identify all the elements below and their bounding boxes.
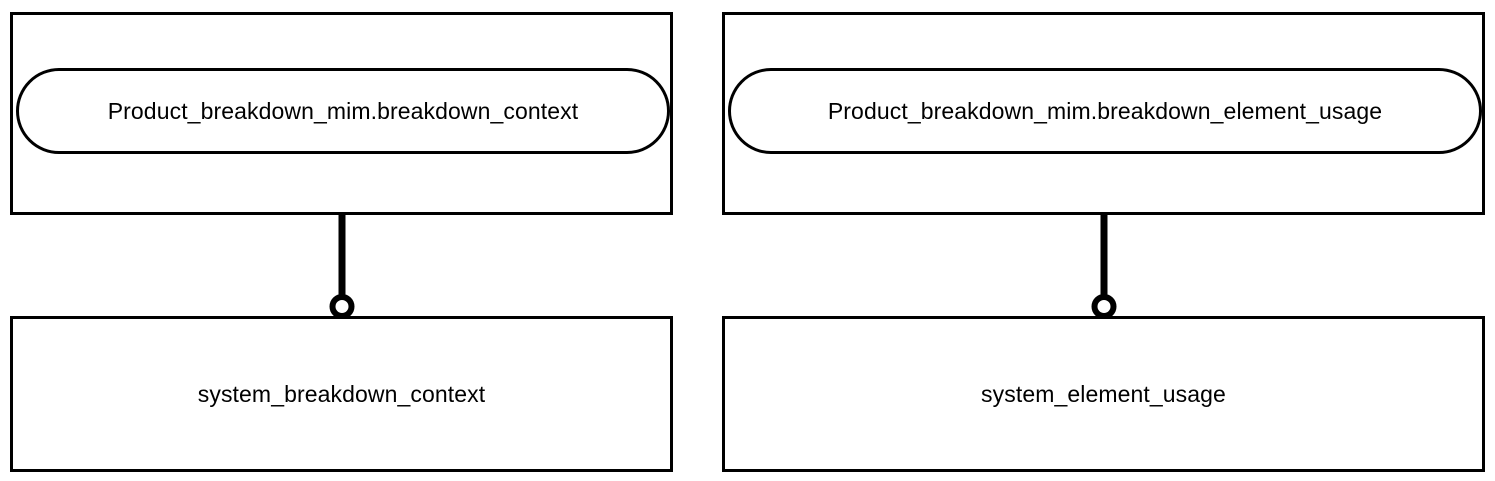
package-label-breakdown-context: Product_breakdown_mim.breakdown_context <box>107 97 579 124</box>
package-stadium-breakdown-element-usage[interactable]: Product_breakdown_mim.breakdown_element_… <box>728 68 1482 154</box>
entity-box-system-element-usage[interactable]: system_element_usage <box>722 316 1485 472</box>
package-stadium-breakdown-context[interactable]: Product_breakdown_mim.breakdown_context <box>16 68 670 154</box>
connector-breakdown-context <box>329 215 354 319</box>
package-label-breakdown-element-usage: Product_breakdown_mim.breakdown_element_… <box>827 97 1383 124</box>
entity-label-system-breakdown-context: system_breakdown_context <box>197 380 486 407</box>
connector-stem-breakdown-element-usage <box>1100 215 1107 299</box>
entity-label-system-element-usage: system_element_usage <box>981 380 1226 407</box>
package-box-breakdown-context[interactable]: Product_breakdown_mim.breakdown_context <box>10 12 673 215</box>
entity-box-system-breakdown-context[interactable]: system_breakdown_context <box>10 316 673 472</box>
connector-stem-breakdown-context <box>338 215 345 299</box>
connector-breakdown-element-usage <box>1091 215 1116 319</box>
package-box-breakdown-element-usage[interactable]: Product_breakdown_mim.breakdown_element_… <box>722 12 1485 215</box>
